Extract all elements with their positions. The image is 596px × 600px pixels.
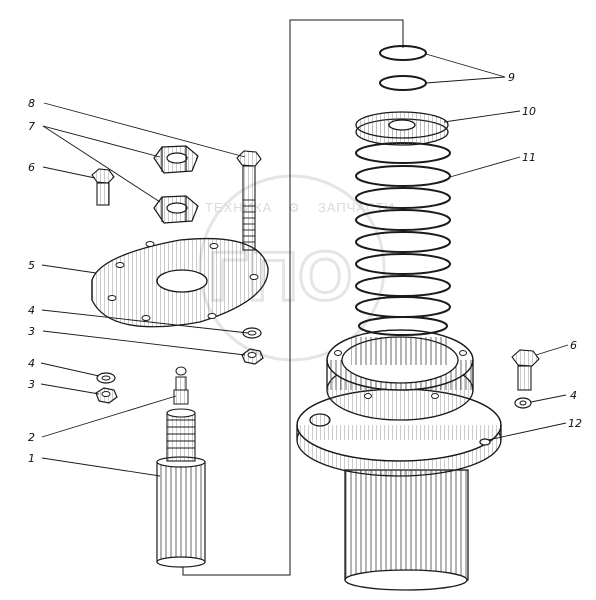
callout-5: 5 (28, 259, 35, 272)
callout-labels: 8 7 6 5 4 3 4 3 2 1 9 10 11 6 4 12 (28, 71, 582, 465)
callout-9: 9 (508, 71, 515, 84)
callout-3-top: 3 (28, 325, 35, 338)
callout-8: 8 (28, 97, 35, 110)
callout-4-bottom: 4 (28, 357, 35, 370)
callout-1: 1 (28, 452, 35, 465)
gear-icon: ⚙ (288, 200, 300, 215)
callout-6-left: 6 (28, 161, 35, 174)
callout-2: 2 (28, 431, 35, 444)
part-4-washer-center (242, 327, 262, 339)
callout-10: 10 (522, 105, 536, 118)
part-6-bolt-left (91, 168, 115, 206)
part-11-spring (355, 142, 451, 336)
part-7-castle-nut-top (153, 145, 199, 174)
part-3-nut-center (241, 348, 264, 365)
part-2-grease-nipple (173, 366, 189, 405)
callout-11: 11 (522, 151, 536, 164)
housing-collar (326, 329, 474, 421)
part-10-spring-seat (355, 111, 449, 146)
part-8-long-bolt (236, 150, 262, 251)
callout-3-bottom: 3 (28, 378, 35, 391)
part-4-washer-left (96, 372, 116, 384)
part-9-rings (379, 45, 427, 91)
part-1-cylinder (156, 408, 206, 568)
callout-6-right: 6 (570, 339, 577, 352)
part-6-bolt-right (511, 349, 540, 391)
part-3-nut-left (95, 387, 118, 404)
part-5-flange-plate (91, 237, 269, 328)
callout-4-top: 4 (28, 304, 35, 317)
callout-12: 12 (568, 417, 582, 430)
watermark-line1: ТЕХНИКА (205, 200, 272, 215)
callout-7: 7 (28, 120, 35, 133)
housing-body (344, 469, 469, 591)
callout-4-right: 4 (570, 389, 577, 402)
leader-lines (40, 53, 569, 477)
part-4-washer-right (514, 397, 532, 409)
part-7-castle-nut-bottom (153, 195, 199, 224)
